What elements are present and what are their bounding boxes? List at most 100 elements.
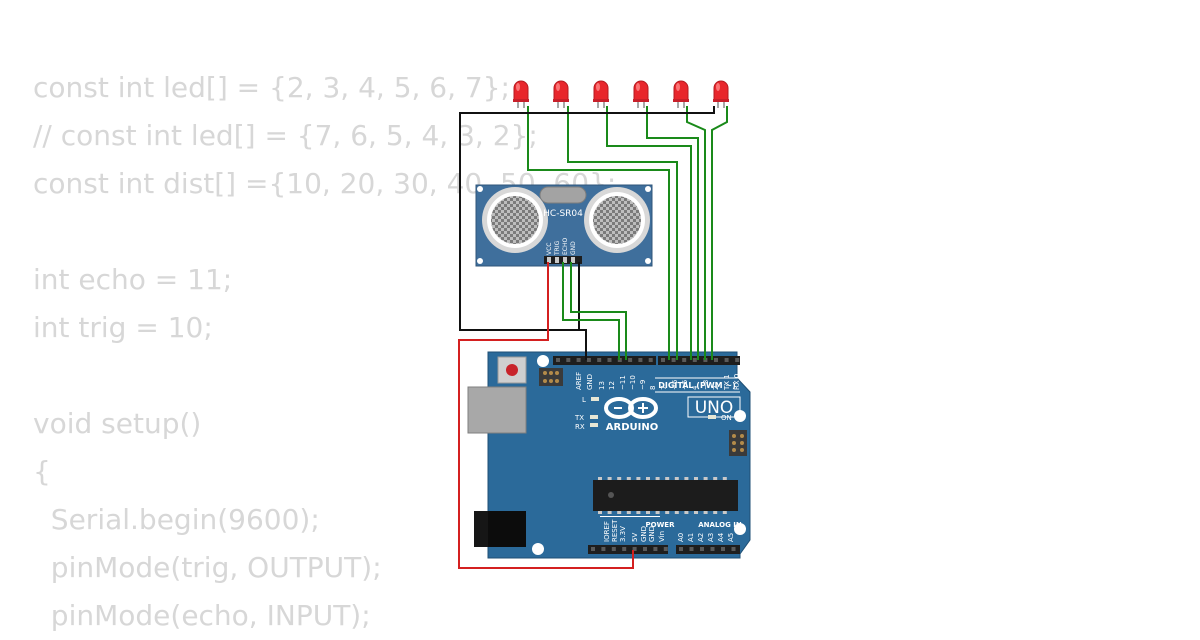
sensor-pins — [547, 257, 575, 263]
sensor-pin-label: GND — [570, 241, 577, 255]
wires — [458, 106, 728, 569]
sensor-pin — [547, 257, 551, 263]
led-l-indicator — [591, 397, 599, 401]
sensor-pin — [571, 257, 575, 263]
wire-led2-pin3 — [686, 106, 706, 360]
mount-hole — [537, 355, 549, 367]
analog-pin-label: A3 — [707, 533, 715, 542]
uno-label: UNO — [695, 398, 734, 418]
analog-header — [676, 545, 740, 554]
code-line: pinMode(echo, INPUT); — [33, 599, 371, 632]
digital-pin-label: ~10 — [629, 375, 637, 390]
microcontroller-chip — [593, 477, 738, 514]
digital-header-left — [553, 356, 656, 365]
digital-pin-label: ~5 — [681, 380, 689, 390]
mount-hole — [477, 186, 483, 192]
sensor-pin — [563, 257, 567, 263]
code-line: int echo = 11; — [33, 263, 233, 296]
power-pin-label: 5V — [631, 533, 639, 542]
power-pin-label: Vin — [658, 531, 666, 542]
code-line: const int dist[] ={10, 20, 30, 40, 50, 6… — [33, 167, 617, 200]
digital-pin-label: TX 1 — [723, 374, 731, 391]
mount-hole — [734, 523, 746, 535]
digital-pin-label: 8 — [649, 386, 657, 390]
wire-led3-pin4 — [646, 106, 699, 360]
led-rx-label: RX — [575, 423, 585, 431]
led-tx-indicator — [590, 415, 598, 419]
digital-pin-label: AREF — [575, 372, 583, 390]
code-editor: const int led[] = {2, 3, 4, 5, 6, 7}; // … — [33, 64, 616, 640]
usb-port — [467, 386, 527, 434]
led-tx-label: TX — [574, 414, 584, 422]
red-led[interactable] — [513, 80, 529, 108]
sensor-transducer-left — [482, 187, 548, 253]
mount-hole — [477, 258, 483, 264]
digital-pin-label: 2 — [712, 386, 720, 390]
wire-echo-pin11 — [570, 262, 627, 360]
wire-led4-pin5 — [606, 106, 692, 360]
code-line: { — [33, 455, 51, 488]
analog-pin-label: A5 — [727, 533, 735, 542]
digital-pin-label: 7 — [660, 386, 668, 390]
analog-label: ANALOG IN — [698, 521, 742, 529]
red-led[interactable] — [673, 80, 689, 108]
code-line: // const int led[] = {7, 6, 5, 4, 3, 2}; — [33, 119, 538, 152]
red-led[interactable] — [713, 80, 729, 108]
crystal-oscillator — [539, 186, 587, 204]
code-line: Serial.begin(9600); — [33, 503, 320, 536]
sensor-pin — [555, 257, 559, 263]
icsp-header-left — [539, 368, 563, 386]
red-led[interactable] — [593, 80, 609, 108]
wire-led-ground — [459, 106, 715, 360]
icsp-header-right — [729, 430, 747, 456]
red-led[interactable] — [633, 80, 649, 108]
digital-pin-label: 4 — [691, 385, 699, 390]
arduino-brand-label: ARDUINO — [606, 422, 658, 433]
power-pin-label: GND — [640, 526, 648, 542]
sensor-pin-label: TRIG — [554, 240, 561, 256]
wire-vcc-5v — [458, 262, 634, 569]
digital-pin-label: GND — [586, 374, 594, 390]
code-line: const int led[] = {2, 3, 4, 5, 6, 7}; — [33, 71, 510, 104]
sensor-pin-label: VCC — [546, 243, 553, 255]
code-line: void setup() — [33, 407, 202, 440]
analog-pin-label: A4 — [717, 532, 725, 542]
digital-pin-label: ~11 — [619, 375, 627, 390]
digital-pin-label: ~3 — [702, 380, 710, 390]
power-pin-label: RESET — [611, 519, 619, 542]
led-rx-indicator — [590, 423, 598, 427]
wire-trig-pin10 — [562, 262, 620, 360]
wire-led6-pin7 — [527, 106, 670, 360]
mount-hole — [532, 543, 544, 555]
power-pin-label: 3.3V — [619, 526, 627, 542]
wire-led1-pin2 — [711, 106, 728, 360]
sensor-transducer-right — [584, 187, 650, 253]
power-label: POWER — [646, 521, 676, 529]
digital-pin-label: ~9 — [639, 380, 647, 390]
digital-label: DIGITAL (PWM ~) — [658, 381, 736, 390]
power-header — [588, 545, 668, 554]
digital-header-right — [658, 356, 740, 365]
digital-pin-label: 13 — [598, 381, 606, 390]
led-l-label: L — [582, 396, 586, 404]
code-line: pinMode(trig, OUTPUT); — [33, 551, 382, 584]
power-pin-label: IOREF — [603, 521, 611, 542]
digital-pin-label: ~6 — [671, 379, 679, 390]
led-row — [513, 80, 729, 108]
power-pin-label: GND — [648, 526, 656, 542]
analog-pin-label: A2 — [697, 533, 705, 542]
analog-pin-label: A1 — [687, 533, 695, 542]
red-led[interactable] — [553, 80, 569, 108]
sensor-model-label: HC-SR04 — [543, 209, 583, 219]
arduino-logo — [604, 397, 658, 419]
reset-button-cap — [506, 364, 518, 376]
wire-led5-pin6 — [567, 106, 678, 360]
led-on-indicator — [708, 415, 716, 419]
mount-hole — [645, 186, 651, 192]
